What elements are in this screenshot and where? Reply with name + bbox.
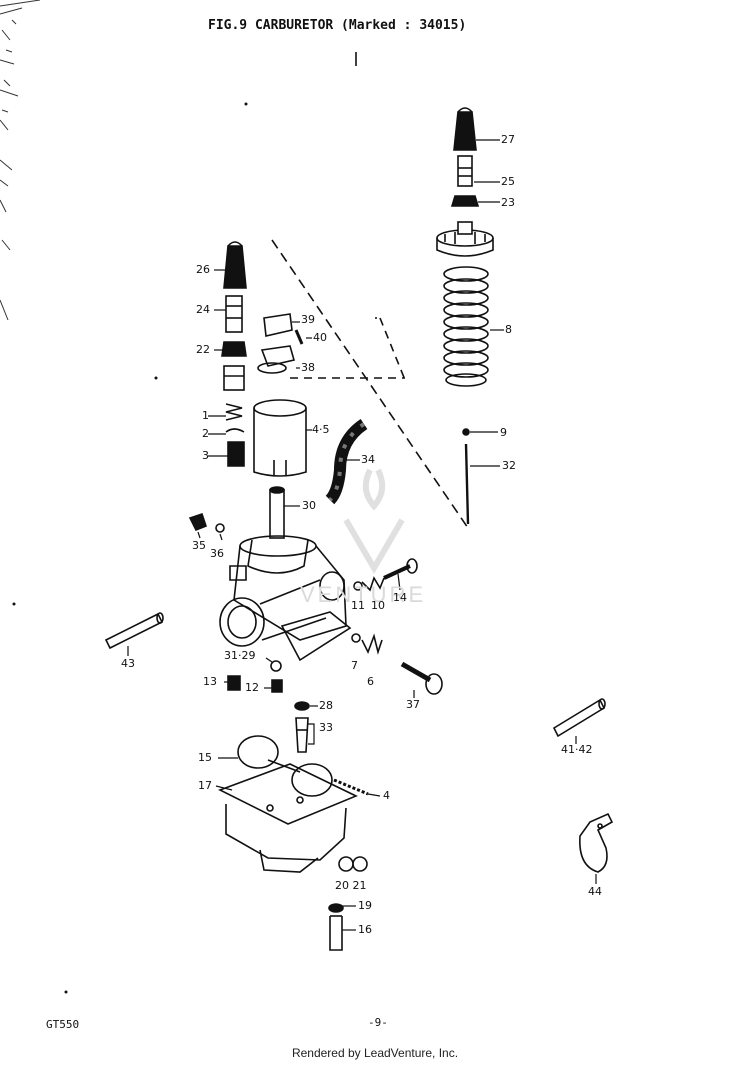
- part-label-23: 23: [501, 196, 515, 209]
- throttle-valve: [253, 399, 307, 477]
- washer-20-21: [338, 856, 368, 872]
- part-label-37: 37: [406, 698, 420, 711]
- part-label-10: 10: [371, 599, 385, 612]
- screw-37: [400, 661, 443, 695]
- adjuster-25: [457, 155, 473, 187]
- part-label-4-5: 4·5: [312, 423, 330, 436]
- part-label-36: 36: [210, 547, 224, 560]
- scan-dots: [12, 102, 377, 994]
- part-label-8: 8: [505, 323, 512, 336]
- part-label-1: 1: [202, 409, 209, 422]
- part-label-11: 11: [351, 599, 365, 612]
- dashed-guide-line: [271, 239, 469, 529]
- part-label-34: 34: [361, 453, 375, 466]
- part-label-30: 30: [302, 499, 316, 512]
- screw-16: [329, 915, 343, 951]
- dashed-guide-line-2: [290, 317, 406, 381]
- needle-jet-30: [269, 486, 285, 539]
- jet-12: [271, 679, 283, 693]
- throttle-lever: [257, 313, 304, 374]
- part-label-7: 7: [351, 659, 358, 672]
- nut-22: [221, 341, 247, 357]
- part-label-44: 44: [588, 885, 602, 898]
- washer-28: [294, 701, 310, 711]
- part-label-38: 38: [301, 361, 315, 374]
- leader-lines: [127, 139, 597, 931]
- washer-11: [353, 581, 363, 591]
- part-label-12: 12: [245, 681, 259, 694]
- part-label-39: 39: [301, 313, 315, 326]
- spring-1: [225, 403, 243, 421]
- watermark-text: VENTURE: [300, 582, 427, 607]
- part-label-41-42: 41·42: [561, 743, 593, 756]
- tube-43: [104, 612, 164, 650]
- plunger-3: [227, 441, 245, 467]
- carburetor-body: [219, 535, 352, 672]
- tube-41-42: [552, 698, 606, 738]
- screw-35: [188, 512, 225, 533]
- washer-7: [351, 633, 361, 643]
- nut-23: [450, 195, 480, 207]
- page-number: -9-: [368, 1016, 388, 1029]
- part-label-17: 17: [198, 779, 212, 792]
- part-label-31-29: 31·29: [224, 649, 256, 662]
- jet-needle-32: [464, 443, 470, 525]
- spring-10: [361, 576, 385, 592]
- washer-19: [328, 903, 344, 913]
- part-label-19: 19: [358, 899, 372, 912]
- jet-33: [295, 717, 309, 753]
- jet-13: [227, 675, 241, 691]
- gasket-17: [217, 763, 358, 825]
- part-label-15: 15: [198, 751, 212, 764]
- model-code: GT550: [46, 1018, 80, 1031]
- footer-credit: Rendered by LeadVenture, Inc.: [291, 1046, 459, 1060]
- part-label-24: 24: [196, 303, 210, 316]
- hose-34: [325, 419, 368, 505]
- part-label-26: 26: [196, 263, 210, 276]
- part-label-43: 43: [121, 657, 135, 670]
- part-label-28: 28: [319, 699, 333, 712]
- spring-8: [443, 266, 489, 387]
- part-label-14: 14: [393, 591, 407, 604]
- float-pin: [333, 778, 369, 796]
- part-label-16: 16: [358, 923, 372, 936]
- part-label-4: 4: [383, 789, 390, 802]
- screw-14: [383, 558, 418, 580]
- part-label-25: 25: [501, 175, 515, 188]
- part-label-13: 13: [203, 675, 217, 688]
- part-label-35: 35: [192, 539, 206, 552]
- adjuster-24: [225, 295, 243, 333]
- float-bowl: [225, 796, 347, 873]
- spring-6: [361, 633, 383, 655]
- part-label-27: 27: [501, 133, 515, 146]
- part-label-32: 32: [502, 459, 516, 472]
- part-label-20-21: 20 21: [335, 879, 367, 892]
- part-label-6: 6: [367, 675, 374, 688]
- cap-26: [223, 241, 247, 289]
- plug-assembly: [223, 365, 245, 391]
- clip-2: [225, 428, 245, 433]
- clamp-44: [579, 812, 614, 873]
- figure-title: FIG.9 CARBURETOR (Marked : 34015): [208, 18, 467, 33]
- part-label-40: 40: [313, 331, 327, 344]
- part-label-2: 2: [202, 427, 209, 440]
- cap-27: [453, 107, 477, 151]
- part-label-9: 9: [500, 426, 507, 439]
- mixing-chamber-top: [436, 221, 494, 257]
- part-label-22: 22: [196, 343, 210, 356]
- clip-9: [462, 428, 470, 436]
- watermark-emblem: [343, 468, 405, 574]
- part-label-33: 33: [319, 721, 333, 734]
- part-label-3: 3: [202, 449, 209, 462]
- scan-noise: [0, 0, 41, 321]
